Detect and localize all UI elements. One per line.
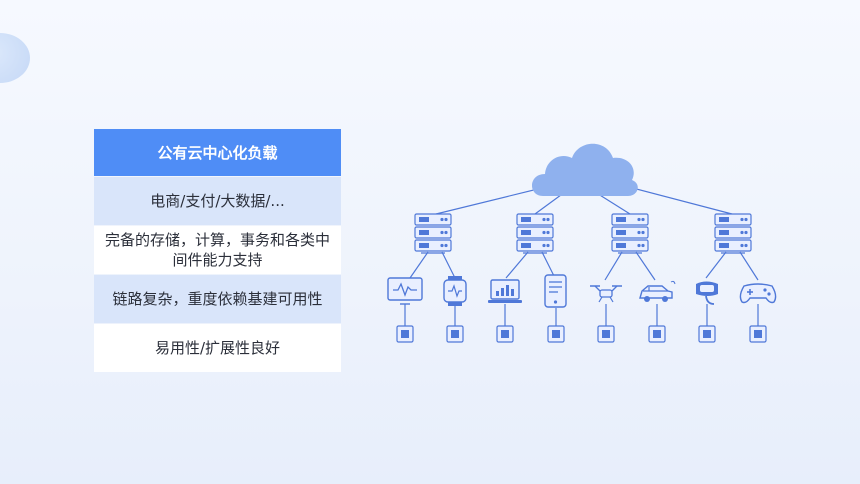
vr-headset-icon [696,281,718,305]
server-rack-icon [516,213,554,254]
decorative-circle [0,33,30,83]
network-diagram [387,143,777,343]
chip-icon [597,325,615,343]
smartwatch-icon [443,276,467,306]
panel-row-capabilities: 完备的存储，计算，事务和各类中间件能力支持 [94,226,341,274]
chip-icon [446,325,464,343]
server-rack-icon [714,213,752,254]
panel-row-complexity: 链路复杂，重度依赖基建可用性 [94,275,341,323]
tablet-icon [544,274,567,308]
drone-icon [590,285,622,303]
feature-panel: 公有云中心化负载 电商/支付/大数据/... 完备的存储，计算，事务和各类中间件… [94,129,341,372]
panel-row-usability: 易用性/扩展性良好 [94,324,341,372]
chip-icon [648,325,666,343]
gamepad-icon [739,283,777,304]
panel-header: 公有云中心化负载 [94,129,341,176]
monitor-icon [387,277,423,305]
chip-icon [396,325,414,343]
server-rack-icon [414,213,452,254]
chip-icon [496,325,514,343]
cloud-icon [531,143,638,196]
laptop-icon [488,279,522,303]
chip-icon [749,325,767,343]
car-icon [639,280,676,302]
server-rack-icon [611,213,649,254]
chip-icon [698,325,716,343]
connection-lines [404,185,759,326]
chip-icon [547,325,565,343]
panel-row-use-cases: 电商/支付/大数据/... [94,177,341,225]
